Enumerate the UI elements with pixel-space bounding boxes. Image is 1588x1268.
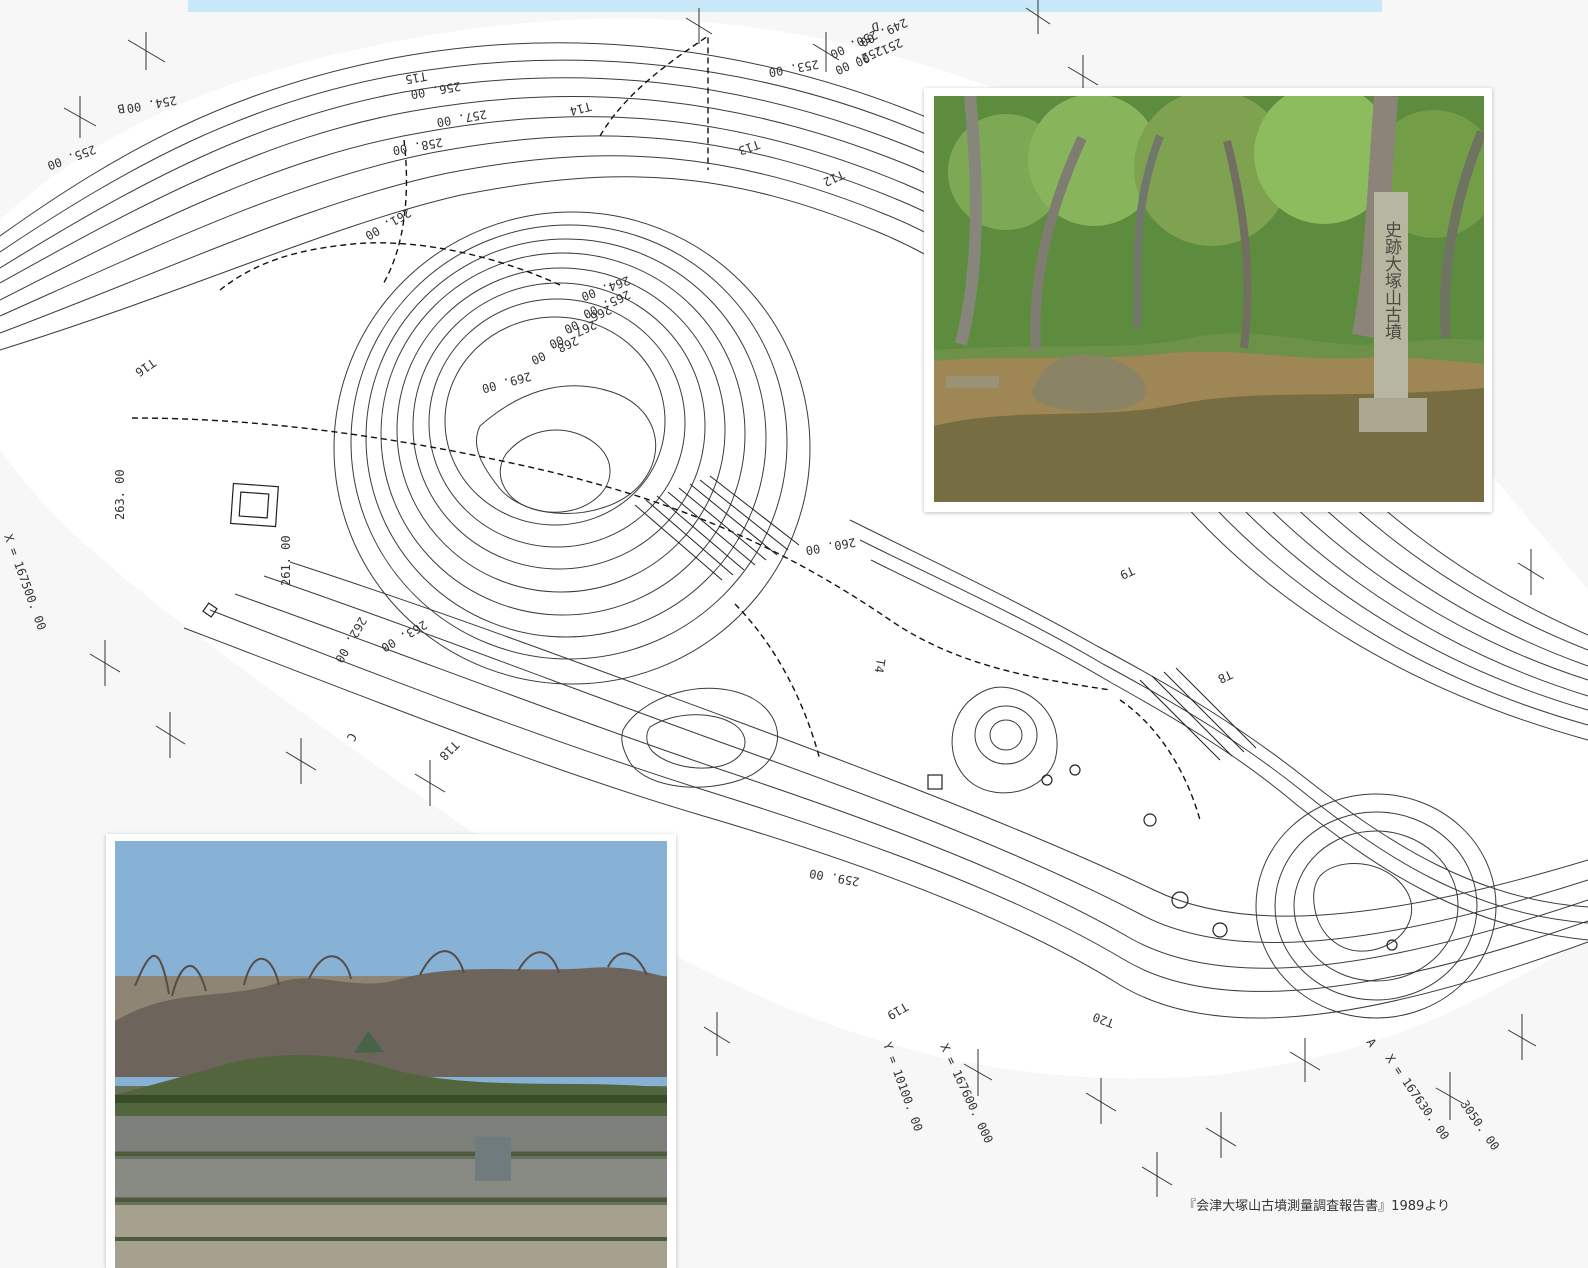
survey-label-t13: T13 bbox=[737, 137, 762, 158]
edge-label-261: 261. 00 bbox=[279, 535, 293, 586]
coordinate-label-3050: 3050. 00 bbox=[1458, 1098, 1503, 1153]
hachure-lines bbox=[634, 475, 1257, 761]
cemetery-photo bbox=[115, 841, 667, 1268]
survey-label-t15: T15 bbox=[404, 69, 428, 87]
source-caption: 『会津大塚山古墳測量調査報告書』1989より bbox=[1183, 1199, 1450, 1214]
section-label-b: B bbox=[116, 101, 126, 116]
survey-label-t9: T9 bbox=[1118, 563, 1137, 582]
forest-photo-frame: 史跡大塚山古墳 bbox=[924, 88, 1492, 512]
survey-label-t14: T14 bbox=[568, 99, 593, 118]
survey-label-t4: T4 bbox=[872, 657, 888, 674]
lower-terrain-contours bbox=[183, 519, 1588, 1019]
coordinate-label-y10100: Y = 10100. 00 bbox=[880, 1040, 925, 1133]
survey-boundaries bbox=[131, 34, 1201, 821]
mound-contours bbox=[333, 211, 1497, 1019]
small-features bbox=[202, 482, 1398, 951]
survey-label-t20: T20 bbox=[1091, 1010, 1116, 1031]
section-label-d: D bbox=[870, 19, 880, 34]
forest-monument-text: 史跡大塚山古墳 bbox=[1381, 221, 1402, 340]
coordinate-label-x167630: X = 167630. 00 bbox=[1383, 1052, 1452, 1143]
cemetery-photo-frame bbox=[106, 834, 676, 1268]
main-contours bbox=[0, 42, 1588, 741]
grid-cross-marks bbox=[63, 0, 1545, 1197]
survey-label-t8: T8 bbox=[1216, 667, 1235, 686]
coordinate-label-x167500: X = 167500. 00 bbox=[1, 532, 49, 632]
top-blue-band bbox=[188, 0, 1382, 12]
forest-photo: 史跡大塚山古墳 bbox=[934, 96, 1484, 502]
edge-label-263: 263. 00 bbox=[113, 469, 127, 520]
